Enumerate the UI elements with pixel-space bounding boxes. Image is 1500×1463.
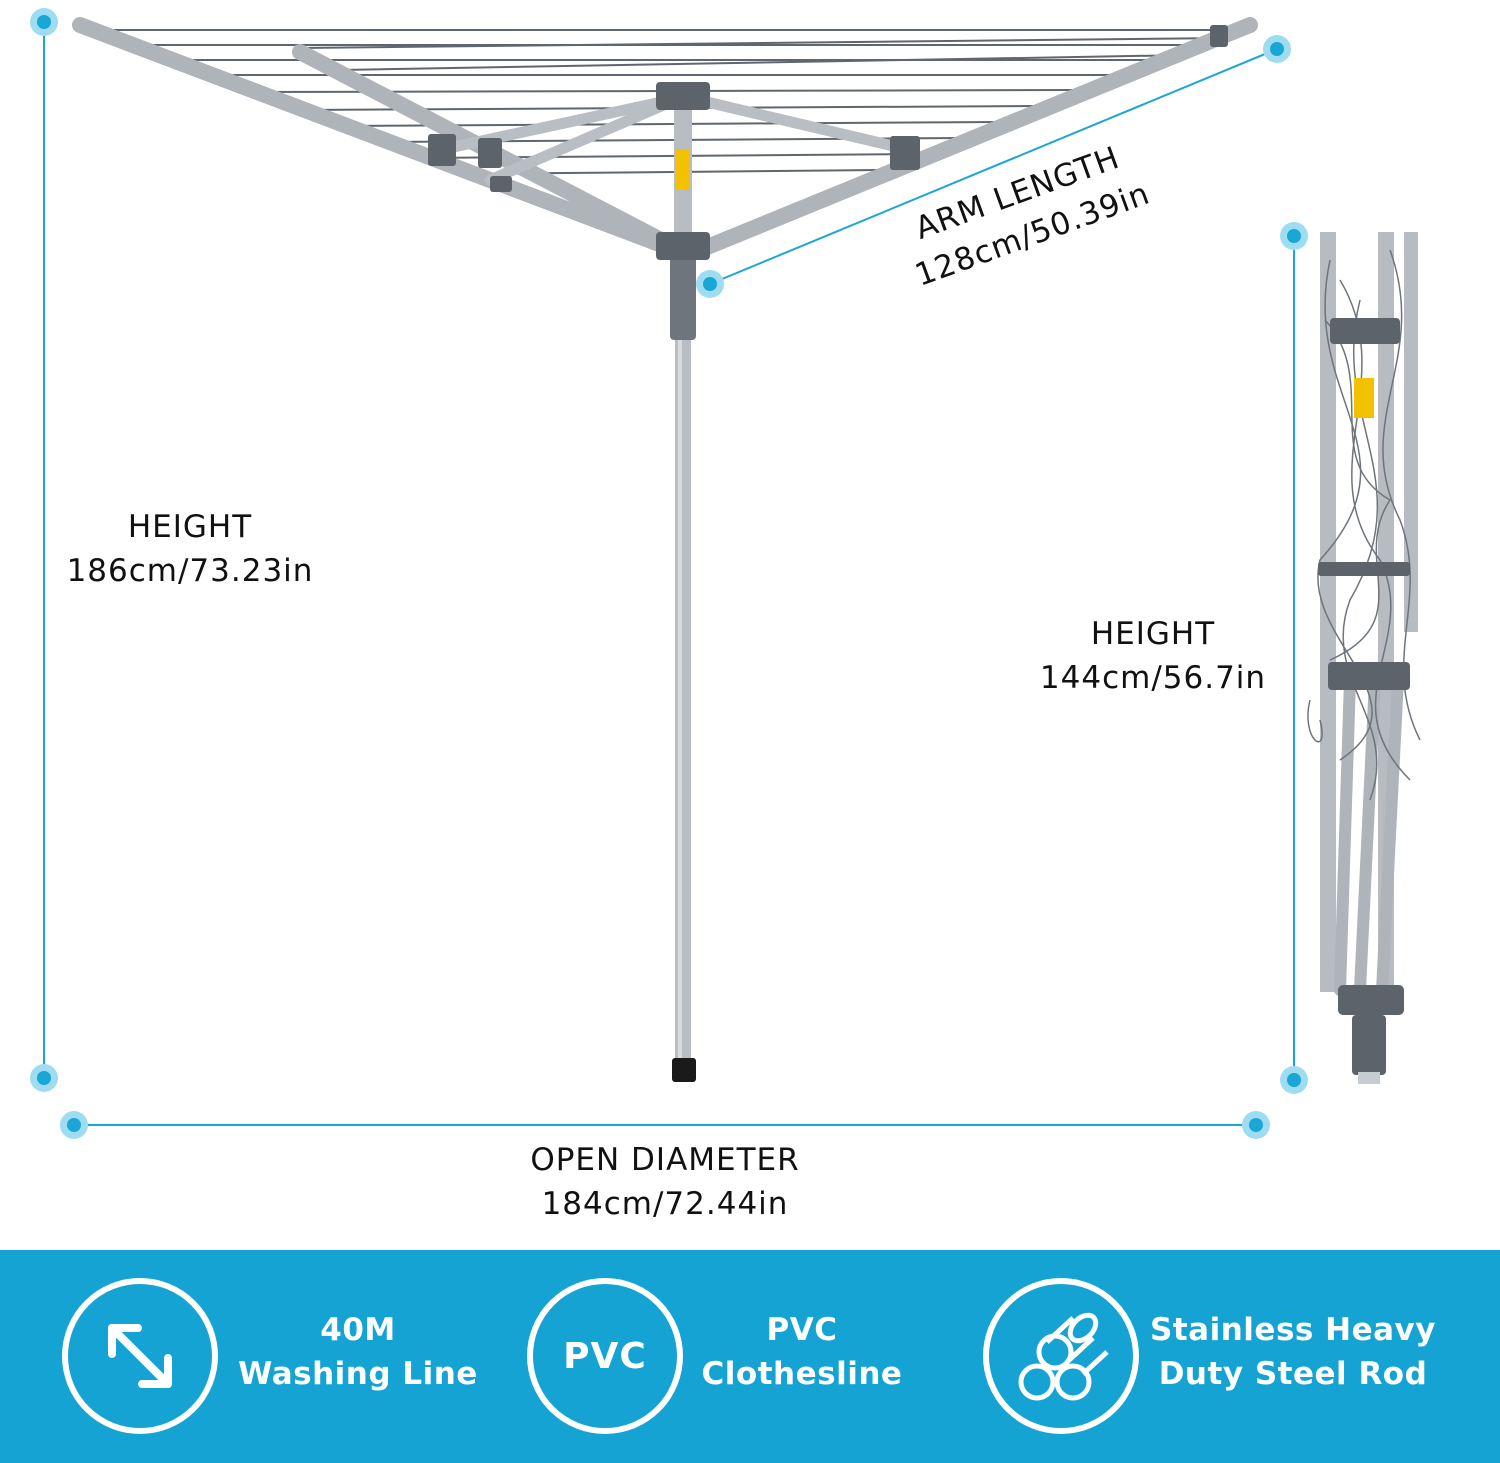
open-diameter-title: OPEN DIAMETER bbox=[530, 1142, 800, 1178]
feature-pvc-text: PVC Clothesline bbox=[687, 1308, 917, 1396]
feature-pvc-line2: Clothesline bbox=[701, 1356, 903, 1392]
height-folded-title: HEIGHT bbox=[1090, 616, 1216, 652]
pvc-badge-text: PVC bbox=[563, 1335, 647, 1377]
steel-rods-icon bbox=[983, 1278, 1139, 1434]
product-dimension-diagram: HEIGHT 186cm/73.23in ARM LENGTH 128cm/50… bbox=[30, 8, 1421, 1226]
measurement-endpoints bbox=[30, 8, 1308, 1139]
feature-steel-rod-text: Stainless Heavy Duty Steel Rod bbox=[1143, 1308, 1443, 1396]
feature-washing-line-text: 40M Washing Line bbox=[228, 1308, 488, 1396]
pvc-badge-icon: PVC bbox=[527, 1278, 683, 1434]
feature-washing-line-line2: Washing Line bbox=[238, 1356, 478, 1392]
rotary-airer-illustration bbox=[30, 8, 1421, 1139]
open-diameter-label: OPEN DIAMETER 184cm/72.44in bbox=[440, 1138, 890, 1226]
feature-steel-rod-line2: Duty Steel Rod bbox=[1158, 1356, 1428, 1392]
open-diameter-value: 184cm/72.44in bbox=[541, 1186, 789, 1222]
folded-airer bbox=[1307, 232, 1421, 1084]
features-banner: 40M Washing Line PVC PVC Clothesline bbox=[0, 1250, 1500, 1463]
height-folded-label: HEIGHT 144cm/56.7in bbox=[1018, 612, 1288, 700]
height-folded-value: 144cm/56.7in bbox=[1039, 660, 1267, 696]
open-airer bbox=[72, 17, 1258, 1082]
height-open-value: 186cm/73.23in bbox=[66, 553, 314, 589]
height-open-title: HEIGHT bbox=[127, 509, 253, 545]
feature-steel-rod-line1: Stainless Heavy bbox=[1150, 1312, 1436, 1348]
feature-washing-line-line1: 40M bbox=[320, 1312, 396, 1348]
feature-pvc-line1: PVC bbox=[766, 1312, 838, 1348]
diagonal-arrow-icon bbox=[62, 1278, 218, 1434]
measurement-lines bbox=[43, 22, 1295, 1126]
height-open-label: HEIGHT 186cm/73.23in bbox=[40, 505, 340, 593]
